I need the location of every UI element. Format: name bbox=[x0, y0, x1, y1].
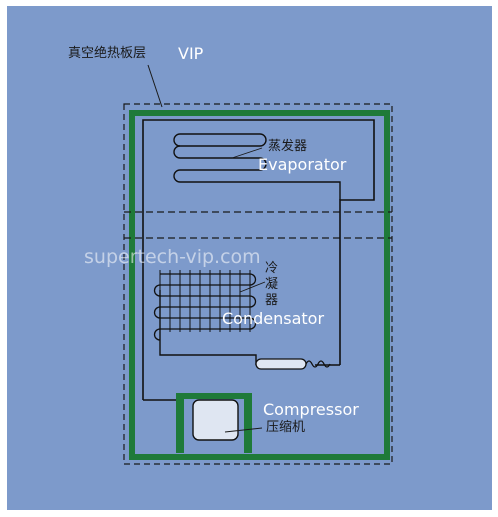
vip-panel-top bbox=[129, 110, 390, 116]
condenser-tube bbox=[160, 317, 257, 330]
vip-label-zh: 真空绝热板层 bbox=[68, 46, 147, 61]
condenser-tube bbox=[160, 273, 257, 286]
evaporator-label-en: Evaporator bbox=[258, 155, 347, 174]
vip-leader-line bbox=[147, 64, 163, 108]
evaporator-coil bbox=[173, 133, 341, 200]
condenser-tube bbox=[153, 284, 250, 297]
capillary-coil bbox=[305, 360, 331, 368]
compressor-label-en: Compressor bbox=[263, 400, 359, 419]
condensator-label-en: Condensator bbox=[222, 309, 325, 328]
condensator-label-zh-3: 器 bbox=[265, 293, 279, 308]
compressor-body bbox=[192, 399, 239, 441]
vip-panel-bottom bbox=[129, 454, 390, 460]
compressor-housing-left bbox=[176, 393, 184, 453]
vip-panels bbox=[129, 110, 390, 460]
condensator-label-zh-1: 冷 bbox=[265, 261, 279, 276]
compressor-leader bbox=[224, 427, 263, 433]
compressor-housing-right bbox=[244, 393, 252, 453]
vip-panel-left bbox=[129, 110, 135, 460]
watermark: supertech-vip.com bbox=[84, 246, 261, 268]
refrigerant-pipe bbox=[142, 119, 375, 395]
compressor-housing-top bbox=[183, 393, 246, 399]
condensator-label-zh-2: 凝 bbox=[265, 277, 279, 292]
evaporator-leader bbox=[231, 147, 263, 159]
cabinet-outline-dashed bbox=[123, 103, 393, 465]
filter-drier bbox=[255, 358, 307, 370]
vip-panel-right bbox=[384, 110, 390, 460]
condenser-leader bbox=[239, 281, 266, 293]
vip-label-en: VIP bbox=[178, 44, 204, 63]
compressor-label-zh: 压缩机 bbox=[266, 420, 306, 435]
condenser-outlet-pipe bbox=[159, 290, 257, 365]
condenser-tube bbox=[160, 295, 257, 308]
evaporator-coil-end bbox=[173, 133, 181, 147]
evaporator-label-zh: 蒸发器 bbox=[268, 139, 308, 154]
